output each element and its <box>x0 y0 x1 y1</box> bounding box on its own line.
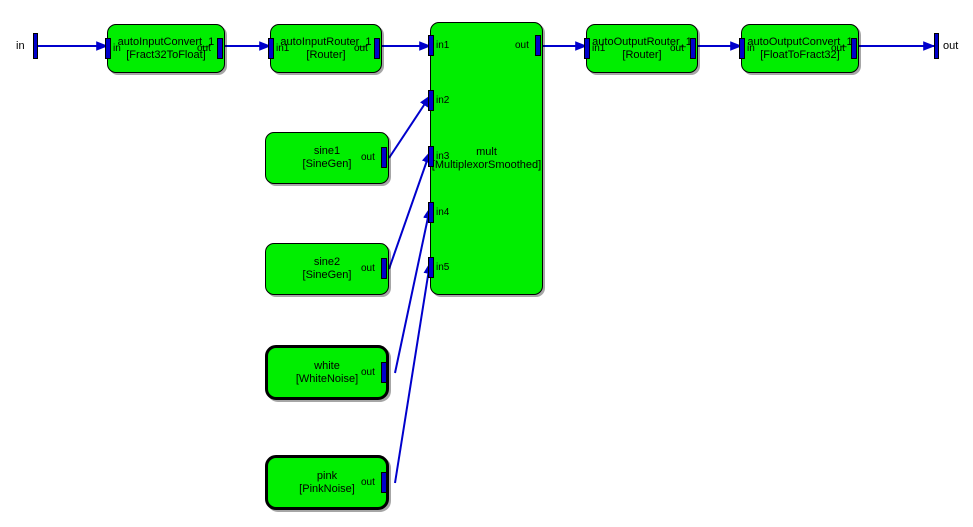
port-autoOutputConvert_1-in[interactable] <box>739 38 745 59</box>
port-label-autoInputRouter_1-in1: in1 <box>276 43 290 54</box>
port-autoInputConvert_1-in[interactable] <box>105 38 111 59</box>
port-autoOutputConvert_1-out[interactable] <box>851 38 857 59</box>
port-mult-in1[interactable] <box>428 35 434 56</box>
port-label-sine2-out: out <box>361 263 375 274</box>
port-label-autoOutputConvert_1-out: out <box>831 43 845 54</box>
wire[interactable] <box>388 150 431 270</box>
port-sine1-out[interactable] <box>381 147 387 168</box>
port-label-mult-in2: in2 <box>436 95 450 106</box>
terminal-in[interactable] <box>33 33 38 59</box>
port-mult-in4[interactable] <box>428 202 434 223</box>
terminal-out[interactable] <box>934 33 939 59</box>
port-label-autoOutputConvert_1-in: in <box>747 43 755 54</box>
wire[interactable] <box>394 206 433 374</box>
block-name: white <box>314 359 340 372</box>
port-sine2-out[interactable] <box>381 258 387 279</box>
wire[interactable] <box>394 261 434 484</box>
port-label-autoInputConvert_1-out: out <box>197 43 211 54</box>
terminal-label-in: in <box>16 40 25 52</box>
port-label-autoOutputRouter_1-in1: in1 <box>592 43 606 54</box>
port-mult-out[interactable] <box>535 35 541 56</box>
port-label-white-out: out <box>361 367 375 378</box>
port-mult-in2[interactable] <box>428 90 434 111</box>
port-autoInputConvert_1-out[interactable] <box>217 38 223 59</box>
block-name: sine2 <box>313 256 341 268</box>
port-mult-in5[interactable] <box>428 257 434 278</box>
port-autoInputRouter_1-in1[interactable] <box>268 38 274 59</box>
port-label-autoInputRouter_1-out: out <box>354 43 368 54</box>
port-label-mult-out: out <box>515 40 529 51</box>
block-name: sine1 <box>313 145 341 157</box>
port-label-mult-in1: in1 <box>436 40 450 51</box>
port-autoOutputRouter_1-out[interactable] <box>690 38 696 59</box>
port-autoInputRouter_1-out[interactable] <box>374 38 380 59</box>
port-label-autoInputConvert_1-in: in <box>113 43 121 54</box>
port-white-out[interactable] <box>381 362 387 383</box>
port-label-autoOutputRouter_1-out: out <box>670 43 684 54</box>
port-pink-out[interactable] <box>381 472 387 493</box>
wire[interactable] <box>388 94 431 159</box>
port-label-sine1-out: out <box>361 152 375 163</box>
port-mult-in3[interactable] <box>428 146 434 167</box>
block-name: pink <box>316 469 338 482</box>
port-label-pink-out: out <box>361 477 375 488</box>
port-label-mult-in5: in5 <box>436 262 450 273</box>
block-name: mult <box>476 145 497 158</box>
port-autoOutputRouter_1-in1[interactable] <box>584 38 590 59</box>
block-pink[interactable]: pink[PinkNoise] <box>265 455 389 510</box>
terminal-label-out: out <box>943 40 959 52</box>
port-label-mult-in4: in4 <box>436 207 450 218</box>
port-label-mult-in3: in3 <box>436 151 450 162</box>
